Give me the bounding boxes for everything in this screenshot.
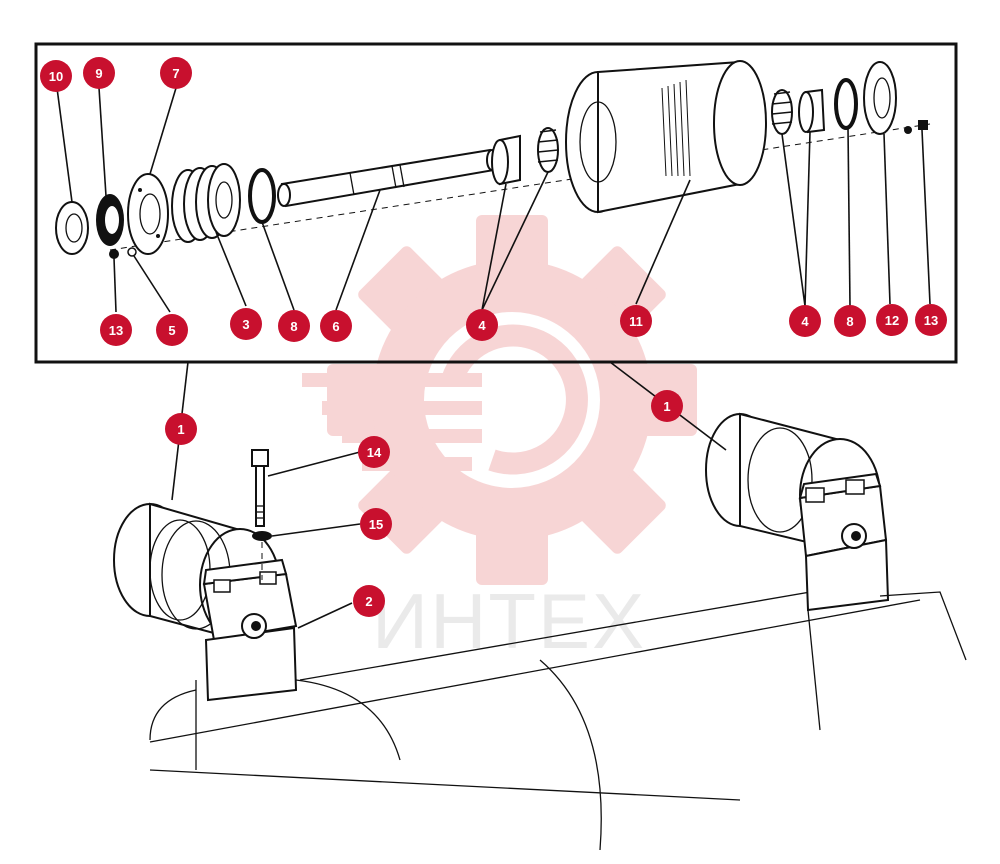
svg-text:7: 7	[172, 66, 179, 81]
part-10-end-cap	[55, 201, 89, 255]
svg-text:5: 5	[168, 323, 175, 338]
part-3-floating-seal	[171, 163, 241, 243]
svg-text:15: 15	[369, 517, 383, 532]
svg-text:11: 11	[629, 314, 643, 329]
svg-text:4: 4	[801, 314, 809, 329]
callout-8-left: 8	[278, 310, 310, 342]
part-11-roller	[565, 60, 767, 214]
callout-15: 15	[360, 508, 392, 540]
callout-4-right: 4	[789, 305, 821, 337]
callout-1-right: 1	[651, 390, 683, 422]
callout-2: 2	[353, 585, 385, 617]
roller-left	[113, 502, 298, 770]
watermark-text: ИНТЕХ	[372, 577, 646, 665]
svg-text:1: 1	[663, 399, 670, 414]
part-5-washer	[127, 247, 137, 257]
part-14-bolt	[251, 449, 269, 527]
callout-5: 5	[156, 314, 188, 346]
svg-text:6: 6	[332, 319, 339, 334]
roller-right	[705, 412, 967, 731]
svg-text:1: 1	[177, 422, 184, 437]
part-13-bolt-right	[904, 120, 928, 134]
svg-text:4: 4	[478, 318, 486, 333]
callout-8-right: 8	[834, 305, 866, 337]
svg-text:2: 2	[365, 594, 372, 609]
part-6-shaft	[277, 148, 498, 208]
part-12-cover	[863, 61, 897, 135]
detail-frame	[34, 42, 958, 364]
callout-1-left: 1	[165, 413, 197, 445]
svg-text:9: 9	[95, 66, 102, 81]
callout-10: 10	[40, 60, 72, 92]
callout-14: 14	[358, 436, 390, 468]
callout-13-left: 13	[100, 314, 132, 346]
callout-12: 12	[876, 304, 908, 336]
svg-text:8: 8	[846, 314, 853, 329]
callout-4-left: 4	[466, 309, 498, 341]
svg-text:10: 10	[49, 69, 63, 84]
part-4-bearing-right	[771, 88, 826, 135]
part-4-bearing-left	[491, 127, 559, 186]
part-9-seal	[96, 194, 124, 246]
part-7-flange	[127, 173, 169, 255]
callout-6: 6	[320, 310, 352, 342]
callout-9: 9	[83, 57, 115, 89]
part-15-washer	[252, 531, 272, 541]
part-8-o-ring-right	[834, 78, 858, 130]
svg-text:14: 14	[367, 445, 382, 460]
assembly-drawing	[113, 361, 967, 851]
callout-3: 3	[230, 308, 262, 340]
callout-13-right: 13	[915, 304, 947, 336]
callout-7: 7	[160, 57, 192, 89]
callout-11: 11	[620, 305, 652, 337]
svg-text:13: 13	[109, 323, 123, 338]
part-8-o-ring-left	[248, 168, 276, 224]
part-13-bolt-left	[109, 249, 119, 259]
svg-text:13: 13	[924, 313, 938, 328]
leader-lines-detail	[56, 87, 931, 313]
svg-text:8: 8	[290, 319, 297, 334]
svg-text:3: 3	[242, 317, 249, 332]
svg-text:12: 12	[885, 313, 899, 328]
callouts: 10 9 7 13 5 3 8 6 4 11 4 8 12 13 1 1 14 …	[40, 57, 947, 617]
